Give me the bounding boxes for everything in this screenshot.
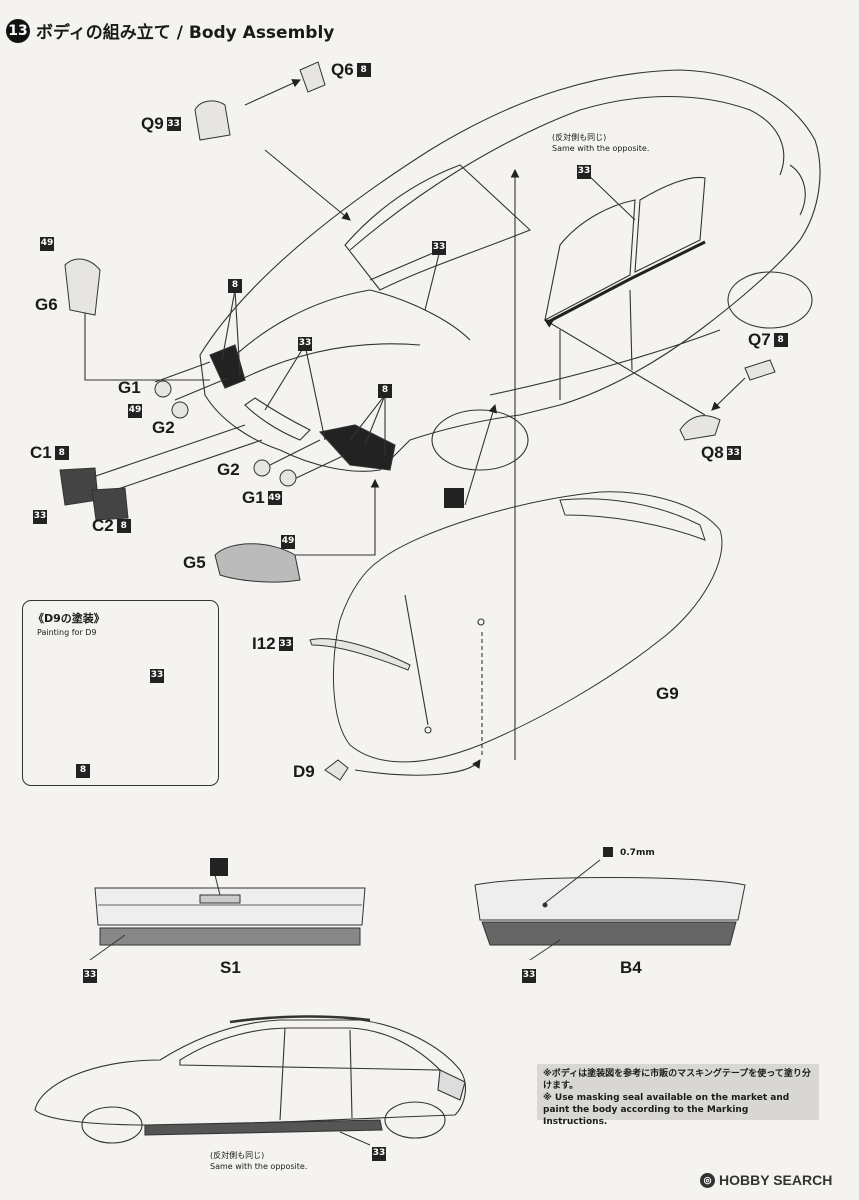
callout-hood: 33 xyxy=(432,234,446,255)
door-window-rear xyxy=(634,176,706,273)
hood-line xyxy=(224,289,471,366)
g2-left-part-shape xyxy=(171,401,189,419)
b4-drawing xyxy=(474,877,746,946)
part-code-g1-left: 49 xyxy=(128,397,142,418)
part-code-g5: 49 xyxy=(281,528,295,549)
q8-part-shape xyxy=(679,415,721,441)
headlight-right xyxy=(318,424,396,471)
part-label-g6: G6 xyxy=(35,295,58,314)
d9-part-shape xyxy=(324,759,349,781)
g9-trunk-outline xyxy=(332,491,723,763)
d9-painting-panel: 《D9の塗装》 Painting for D9 xyxy=(22,600,219,786)
part-label-d9: D9 xyxy=(293,762,315,781)
g6-part-shape xyxy=(64,258,101,316)
door-line-2 xyxy=(629,289,633,371)
rear-lamp xyxy=(789,164,806,216)
roof-line xyxy=(349,95,785,251)
g9-trunk-spoiler xyxy=(559,498,706,541)
decal-badge-icon-2 xyxy=(210,858,228,876)
note-opposite-bottom: (反対側も同じ) Same with the opposite. xyxy=(210,1151,308,1171)
watermark-brand: ◎ HOBBY SEARCH xyxy=(700,1172,832,1188)
hobby-search-logo-icon: ◎ xyxy=(700,1172,715,1188)
part-label-b4: B4 xyxy=(620,958,642,977)
callout-grille-mid: 33 xyxy=(298,330,312,351)
car-body-outline xyxy=(199,69,821,472)
g2-right-part-shape xyxy=(253,459,271,477)
g5-part-shape xyxy=(214,543,301,583)
d9-code-bottom: 8 xyxy=(76,757,90,778)
d9-painting-title: 《D9の塗装》 xyxy=(33,612,105,625)
color-code-chip: 33 xyxy=(166,117,181,131)
i12-part-shape xyxy=(309,638,411,671)
part-label-g5: G5 xyxy=(183,553,206,572)
g1-left-part-shape xyxy=(154,380,172,398)
headlight-left xyxy=(209,344,246,389)
q6-part-shape xyxy=(299,61,326,93)
hood-crease xyxy=(239,343,421,381)
window-trim xyxy=(547,240,706,324)
rear-wheel xyxy=(727,271,813,329)
step-title: ボディの組み立て / Body Assembly xyxy=(36,23,335,43)
part-code-b4: 33 xyxy=(522,962,536,983)
step-number: 13 xyxy=(6,18,30,43)
note-opposite-top: (反対側も同じ) Same with the opposite. xyxy=(552,133,650,153)
thickness-note: 0.7mm xyxy=(620,848,655,858)
door-window-front xyxy=(544,199,636,322)
front-wheel-arch xyxy=(431,409,529,471)
part-label-g2-left: G2 xyxy=(152,418,175,437)
part-label-g1-left: G1 xyxy=(118,378,141,397)
decal-badge-icon xyxy=(444,488,464,508)
s1-drawing xyxy=(94,887,366,946)
side-skirt xyxy=(489,329,721,396)
part-label-g2-right: G2 xyxy=(217,460,240,479)
kidney-grille xyxy=(244,397,311,441)
part-label-g9: G9 xyxy=(656,684,679,703)
part-code-g6: 49 xyxy=(40,230,54,251)
part-code-s1: 33 xyxy=(83,962,97,983)
part-code-c-shared: 33 xyxy=(33,503,47,524)
color-code-chip: 8 xyxy=(356,63,371,77)
g1-right-part-shape xyxy=(279,469,297,487)
q9-part-shape xyxy=(194,100,231,141)
callout-window-trim: 33 xyxy=(577,158,591,179)
d9-painting-subtitle: Painting for D9 xyxy=(37,628,97,637)
c2-part-shape xyxy=(91,487,129,521)
callout-grille-right: 8 xyxy=(378,377,392,398)
masking-note: ※ボディは塗装図を参考に市販のマスキングテープを使って塗り分けます。 ※ Use… xyxy=(537,1064,819,1127)
step-header: 13 ボディの組み立て / Body Assembly xyxy=(6,18,334,43)
windshield xyxy=(344,164,532,291)
d9-code-top: 33 xyxy=(150,662,164,683)
callout-side-lower: 33 xyxy=(372,1140,386,1161)
part-label-s1: S1 xyxy=(220,958,241,977)
callout-grille-top: 8 xyxy=(228,272,242,293)
c1-part-shape xyxy=(59,467,99,506)
q7-part-shape xyxy=(744,359,776,381)
side-body-drawing xyxy=(34,1015,466,1144)
